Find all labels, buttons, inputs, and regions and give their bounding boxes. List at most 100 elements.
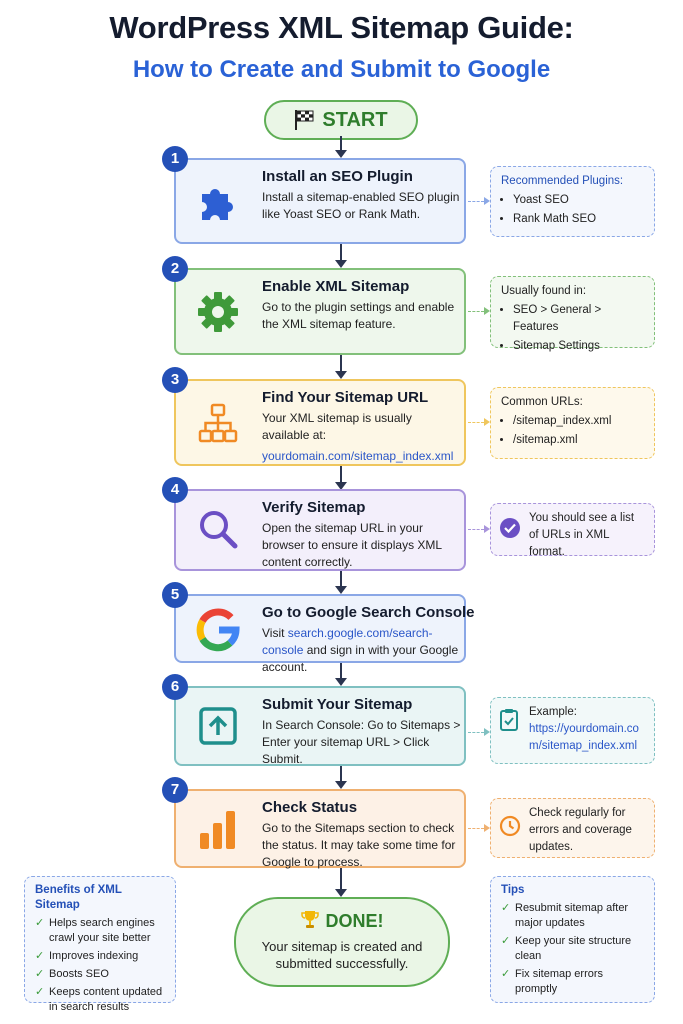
step-title: Enable XML Sitemap xyxy=(262,278,410,295)
step-title: Install an SEO Plugin xyxy=(262,168,413,185)
arrow-down-icon xyxy=(335,371,347,379)
upload-icon xyxy=(196,704,240,748)
connector-dashed xyxy=(468,201,484,202)
step-description: Your XML sitemap is usually available at… xyxy=(262,410,462,465)
example-url-link[interactable]: https://yourdomain.com/sitemap_index.xml xyxy=(529,723,639,752)
gear-icon xyxy=(196,290,240,334)
step-card-7: 7 Check Status Go to the Sitemaps sectio… xyxy=(162,777,466,869)
search-console-link[interactable]: search.google.com/search-console xyxy=(262,626,433,657)
start-label: START xyxy=(322,109,388,131)
arrow-right-icon xyxy=(484,418,490,426)
tip-item: ✓Resubmit sitemap after major updates xyxy=(501,901,644,931)
tip-item: ✓Fix sitemap errors promptly xyxy=(501,967,644,997)
done-node: DONE! Your sitemap is created and submit… xyxy=(234,897,450,987)
list-item: /sitemap.xml xyxy=(513,432,644,449)
connector-line xyxy=(340,355,342,371)
step-number-badge: 2 xyxy=(162,256,188,282)
benefit-text: Keeps content updated in search results xyxy=(49,986,163,1013)
tip-item: ✓ Keep your site structure clean xyxy=(501,934,644,964)
check-icon: ✓ xyxy=(35,917,45,929)
step-description: Install a sitemap-enabled SEO plugin lik… xyxy=(262,190,460,221)
arrow-right-icon xyxy=(484,197,490,205)
step-card-6: 6 Submit Your Sitemap In Search Console:… xyxy=(162,674,466,766)
check-icon: ✓ xyxy=(501,902,511,914)
check-circle-icon xyxy=(499,517,521,545)
benefits-heading: Benefits of XML Sitemap xyxy=(35,884,122,911)
side-note-verify: You should see a list of URLs in XML for… xyxy=(490,503,655,558)
arrow-right-icon xyxy=(484,728,490,736)
step-number-badge: 5 xyxy=(162,582,188,608)
arrow-down-icon xyxy=(335,889,347,897)
step-card-1: 1 Install an SEO Plugin Install a sitema… xyxy=(162,146,466,244)
connector-line xyxy=(340,571,342,586)
checkered-flag-icon xyxy=(294,109,314,136)
clock-icon xyxy=(499,815,521,843)
side-note-text: Check regularly for errors and coverage … xyxy=(529,807,632,853)
arrow-down-icon xyxy=(335,678,347,686)
step-description: Visit search.google.com/search-console a… xyxy=(262,625,472,676)
connector-line xyxy=(340,766,342,781)
step-number-badge: 4 xyxy=(162,477,188,503)
step-description: Go to the plugin settings and enable the… xyxy=(262,300,455,331)
step-description: Open the sitemap URL in your browser to … xyxy=(262,521,442,569)
step-card-4: 4 Verify Sitemap Open the sitemap URL in… xyxy=(162,477,466,571)
connector-line xyxy=(340,466,342,482)
arrow-down-icon xyxy=(335,586,347,594)
step-description-text: and sign in with your Google account. xyxy=(262,643,459,674)
connector-line xyxy=(340,663,342,678)
list-item: Yoast SEO xyxy=(513,192,644,209)
step-title: Go to Google Search Console xyxy=(262,604,475,621)
step-description-text: Visit xyxy=(262,626,285,640)
side-note-heading: Common URLs: xyxy=(501,396,583,408)
step-number-badge: 7 xyxy=(162,777,188,803)
page-subtitle: How to Create and Submit to Google xyxy=(132,56,551,83)
side-note-heading: Recommended Plugins: xyxy=(501,175,624,187)
benefit-item: ✓ Keeps content updated in search results xyxy=(35,985,165,1015)
connector-dashed xyxy=(468,311,484,312)
connector-line xyxy=(340,868,342,889)
step-number-badge: 3 xyxy=(162,367,188,393)
benefit-item: ✓ Helps search engines crawl your site be… xyxy=(35,916,165,946)
arrow-right-icon xyxy=(484,307,490,315)
check-icon: ✓ xyxy=(501,968,511,980)
check-icon: ✓ xyxy=(35,968,45,980)
side-note-urls: Common URLs: /sitemap_index.xml /sitemap… xyxy=(490,387,655,459)
benefits-box: Benefits of XML Sitemap ✓ Helps search en… xyxy=(24,876,176,1013)
tips-heading: Tips xyxy=(501,884,525,896)
done-description: Your sitemap is created and submitted su… xyxy=(261,939,423,971)
benefit-text: Helps search engines crawl your site bet… xyxy=(49,917,155,944)
list-item: SEO > General > Features xyxy=(513,302,644,336)
side-note-example: Example: https://yourdomain.com/sitemap_… xyxy=(490,697,655,764)
side-note-heading: Example: xyxy=(529,706,577,718)
step-card-3: 3 Find Your Sitemap URL Your XML sitemap… xyxy=(162,367,466,466)
done-label: DONE! xyxy=(325,911,384,931)
benefit-item: ✓Improves indexing xyxy=(35,949,165,964)
puzzle-icon xyxy=(196,180,240,224)
tips-box: Tips ✓Resubmit sitemap after major updat… xyxy=(490,876,655,1003)
step-title: Check Status xyxy=(262,799,358,816)
step-title: Verify Sitemap xyxy=(262,499,366,516)
arrow-down-icon xyxy=(335,260,347,268)
side-note-heading: Usually found in: xyxy=(501,285,587,297)
tip-text: Keep your site structure clean xyxy=(515,935,632,962)
side-note-text: You should see a list of URLs in XML for… xyxy=(529,512,635,558)
connector-dashed xyxy=(468,529,484,530)
step-number-badge: 1 xyxy=(162,146,188,172)
step-description: Go to the Sitemaps section to check the … xyxy=(262,821,456,869)
sitemap-url-link[interactable]: yourdomain.com/sitemap_index.xml xyxy=(262,449,454,463)
check-icon: ✓ xyxy=(35,986,45,998)
step-title: Submit Your Sitemap xyxy=(262,696,413,713)
step-number-badge: 6 xyxy=(162,674,188,700)
check-icon: ✓ xyxy=(501,935,511,947)
side-note-plugins: Recommended Plugins: Yoast SEO Rank Math… xyxy=(490,166,655,237)
page-title: WordPress XML Sitemap Guide: xyxy=(109,10,574,45)
step-card-5: 5 Go to Google Search Console Visit sear… xyxy=(162,582,475,674)
start-node: START xyxy=(264,100,418,140)
connector-dashed xyxy=(468,422,484,423)
arrow-down-icon xyxy=(335,781,347,789)
side-note-location: Usually found in: SEO > General > Featur… xyxy=(490,276,655,352)
step-title: Find Your Sitemap URL xyxy=(262,389,429,406)
side-note-check: Check regularly for errors and coverage … xyxy=(490,798,655,858)
step-description: In Search Console: Go to Sitemaps > Ente… xyxy=(262,718,461,766)
benefit-text: Boosts SEO xyxy=(49,968,109,980)
